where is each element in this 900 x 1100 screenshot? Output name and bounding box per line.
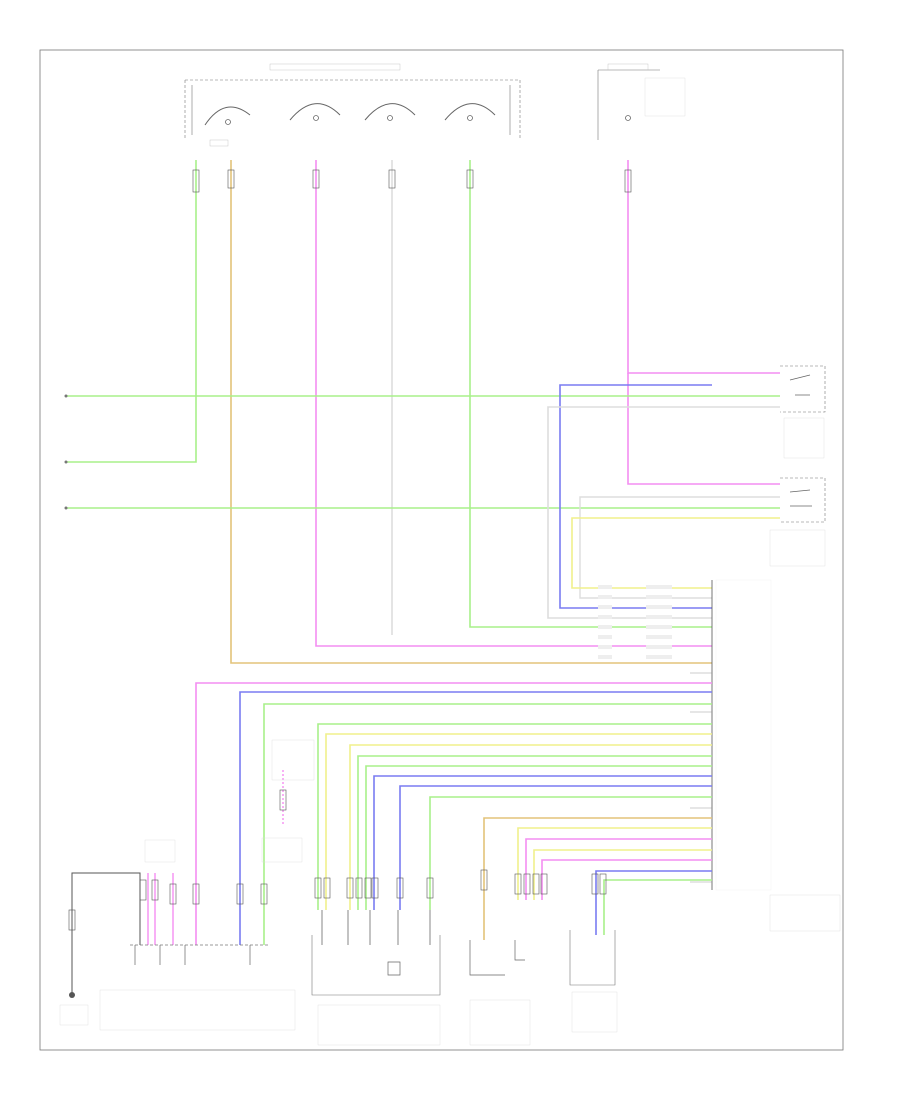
right-relay-lower [769, 477, 826, 567]
pcm-connector [598, 579, 841, 932]
ground-point [59, 872, 141, 1026]
transmission-range-sensor [184, 63, 521, 147]
electronic-throttle-control [569, 873, 618, 1033]
diagram-frame [39, 49, 844, 1051]
transmission-solenoid-body [311, 877, 441, 1046]
top-vertical-wires [66, 160, 780, 664]
speed-sensor [261, 739, 315, 863]
right-relay-upper [780, 365, 826, 459]
instrument-cluster [597, 63, 686, 140]
horizontal-wires [64, 384, 780, 619]
module-harness-left [99, 839, 296, 1031]
lower-wiring [195, 682, 712, 945]
throttle-position-sensor [469, 869, 548, 1046]
